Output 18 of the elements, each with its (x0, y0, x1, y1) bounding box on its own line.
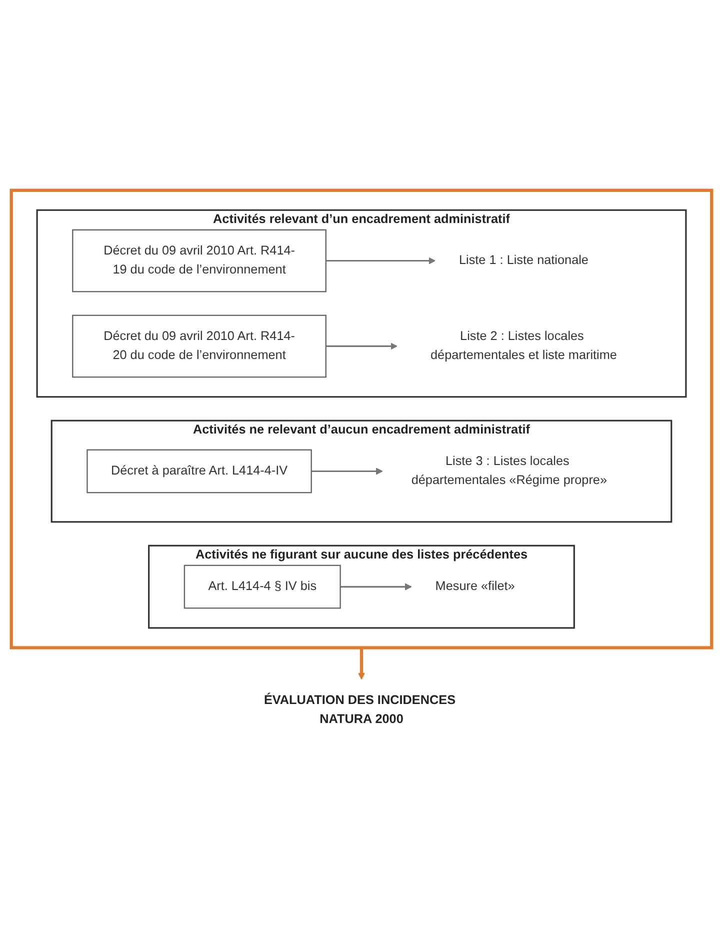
cluster (36, 210, 687, 398)
cluster (148, 545, 575, 629)
node-box (86, 450, 312, 494)
node-text: Liste 2 : Listes locales départementales et liste maritime (430, 330, 617, 362)
arrow (311, 468, 383, 476)
arrow (358, 648, 365, 680)
node-box (184, 565, 341, 610)
arrow (326, 343, 398, 350)
node-box (72, 230, 326, 292)
arrow (340, 584, 412, 591)
node-text: Liste 1 : Liste nationale (458, 254, 588, 268)
cluster (50, 420, 672, 523)
cluster (10, 189, 714, 650)
node-text: ÉVALUATION DES INCIDENCES NATURA 2000 (264, 694, 456, 726)
node-box (72, 315, 326, 378)
node-text: Liste 3 : Listes locales départementales «Régime propre» (411, 454, 607, 488)
arrow (326, 258, 436, 265)
node-text: Mesure «filet» (435, 580, 515, 594)
